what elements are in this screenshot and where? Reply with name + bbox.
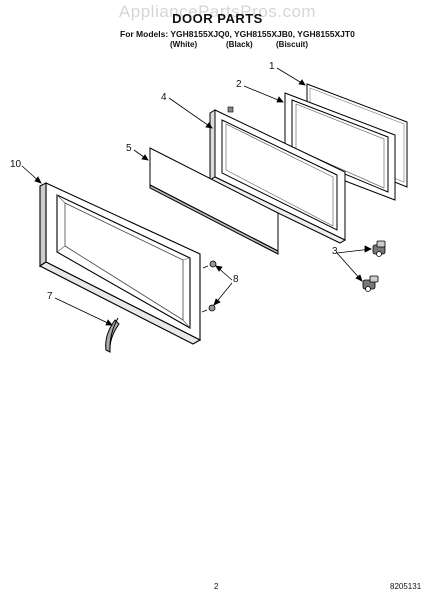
document-number: 8205131 [390,582,422,591]
callout-10: 10 [10,159,22,170]
page-title: DOOR PARTS [172,11,263,26]
callout-8: 8 [233,274,239,285]
variant-biscuit: (Biscuit) [276,40,308,49]
part-10-outer-door [38,182,202,345]
variant-black: (Black) [226,40,253,49]
part-2-inner-frame [284,92,396,201]
variant-white: (White) [170,40,198,49]
part-7-door-handle [105,317,120,353]
part-8-screw-top [202,260,217,269]
part-3-latch-bottom [362,275,379,292]
part-5-glass-panel [149,147,279,255]
part-3-latch-top [372,240,386,257]
callout-5: 5 [126,143,132,154]
callout-2: 2 [236,79,242,90]
callout-3: 3 [332,246,338,257]
callout-1: 1 [269,61,275,72]
callout-7: 7 [47,291,53,302]
part-8-screw-bottom [201,304,216,313]
leader-lines [21,67,372,326]
models-line: For Models: YGH8155XJQ0, YGH8155XJB0, YG… [120,29,355,39]
part-4-inner-door-panel [208,106,347,244]
page-number: 2 [214,582,219,591]
watermark: AppliancePartsPros.com [118,2,317,21]
callout-4: 4 [161,92,167,103]
